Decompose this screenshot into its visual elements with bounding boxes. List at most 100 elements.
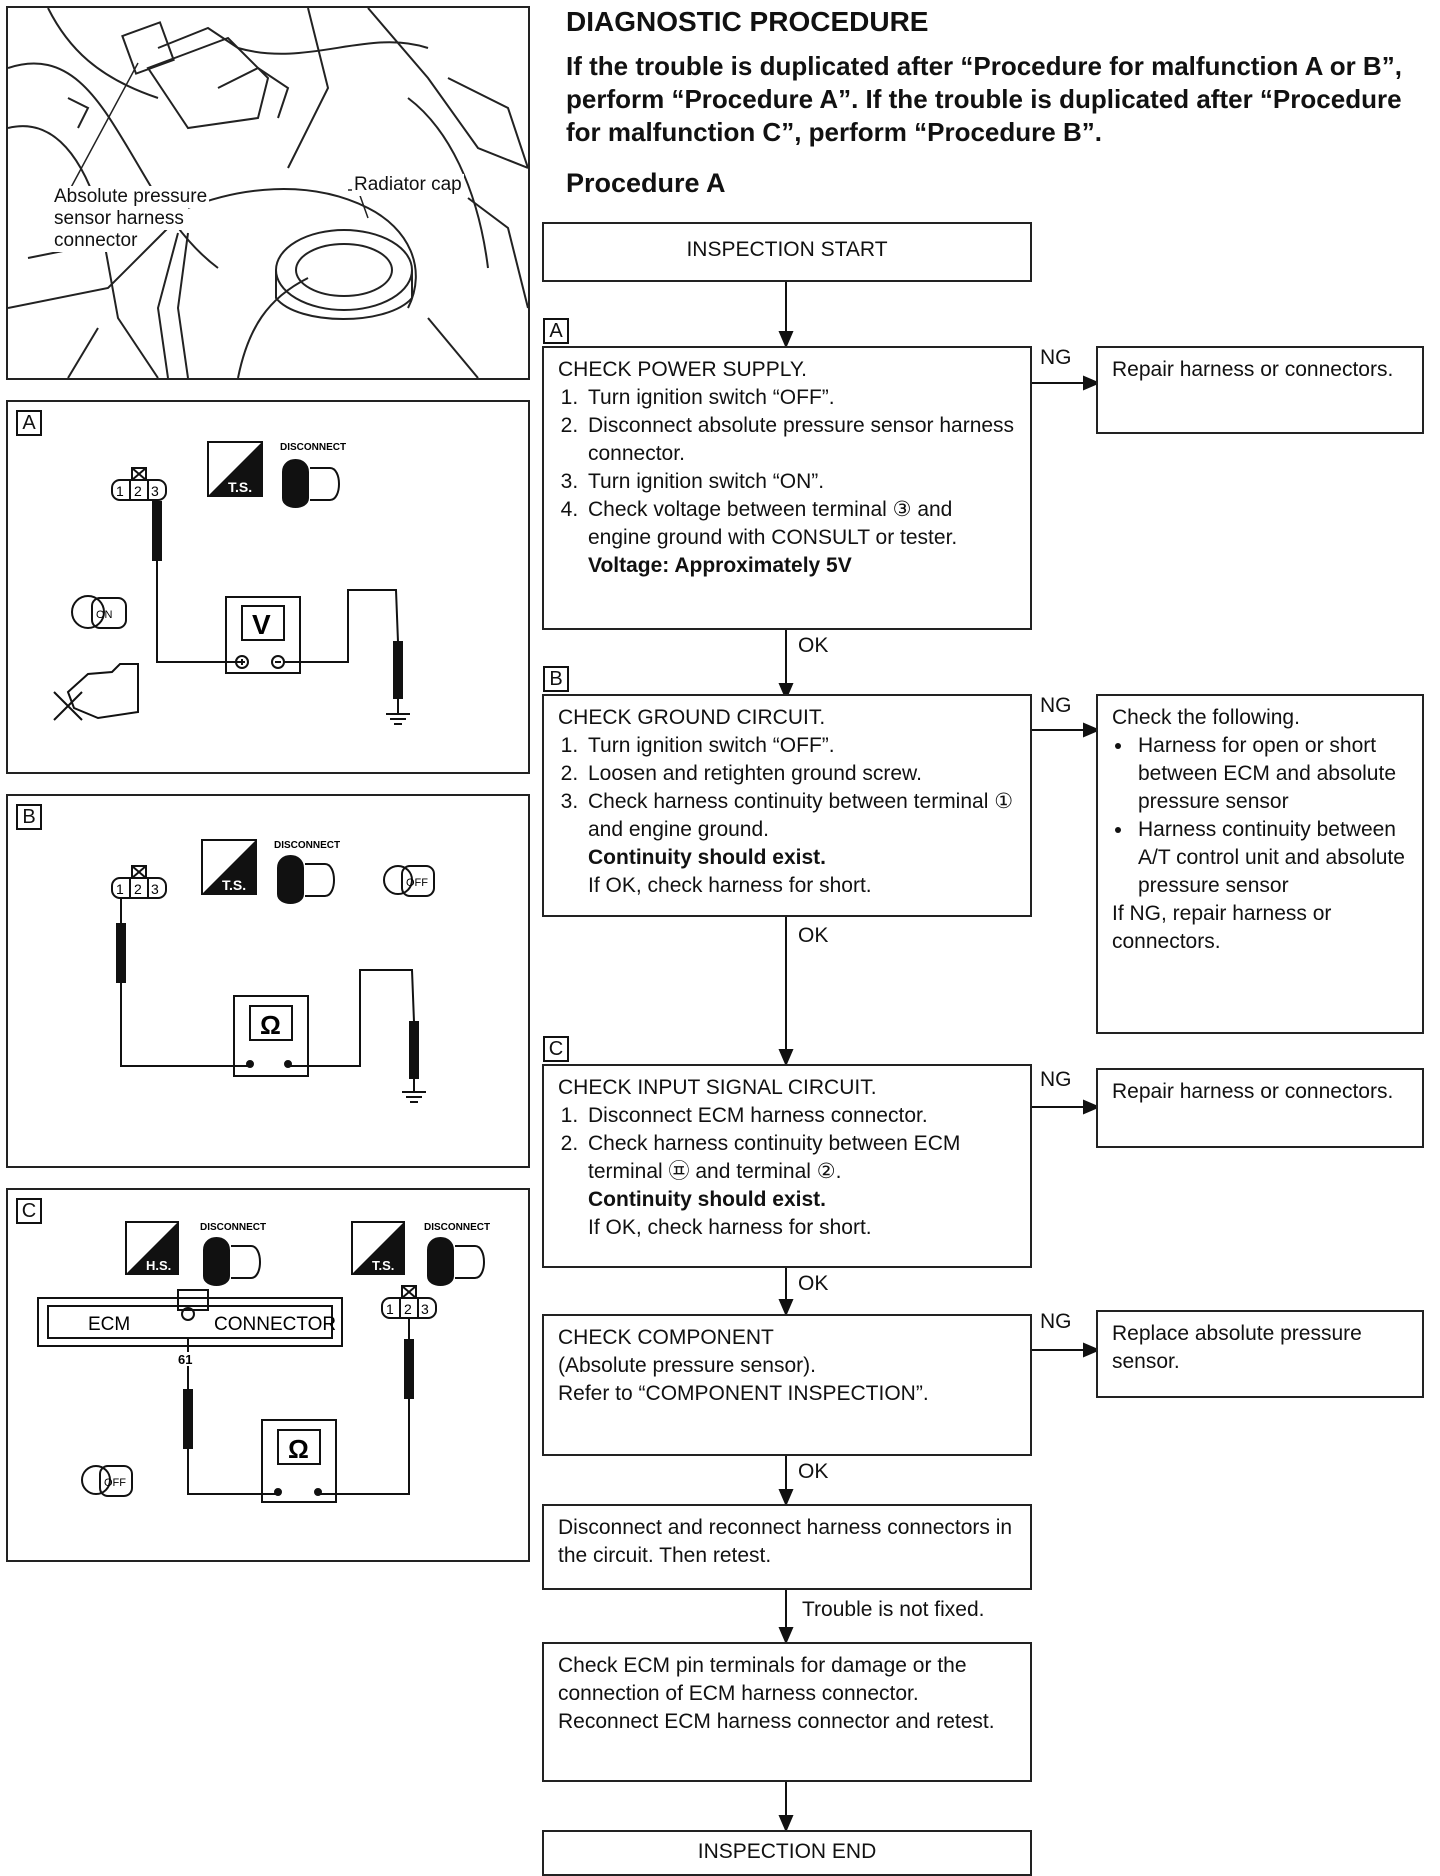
step-c-note: If OK, check harness for short. [588, 1216, 872, 1239]
step-b-item-3: Check harness continuity between termina… [584, 788, 1016, 844]
sensor-label-line-1: Absolute pressure [52, 186, 210, 208]
step-a-item-2: Disconnect absolute pressure sensor harn… [584, 412, 1016, 468]
diagram-c-disconnect-label-2: DISCONNECT [424, 1222, 490, 1233]
diagram-c-pin-3: 3 [421, 1301, 429, 1317]
step-c-ng-label: NG [1040, 1068, 1072, 1091]
diagram-b-key-label: OFF [406, 877, 428, 889]
diagram-b-tag: B [16, 804, 42, 830]
step-a-item-3: Turn ignition switch “ON”. [584, 468, 1016, 496]
procedure-title: Procedure A [566, 168, 726, 198]
check-pins-text: Check ECM pin terminals for damage or th… [558, 1654, 995, 1733]
page-heading: DIAGNOSTIC PROCEDURE [566, 6, 929, 37]
step-b-ok-label: OK [798, 924, 829, 947]
component-line-1: CHECK COMPONENT [558, 1326, 774, 1349]
diagram-a-pin-1: 1 [116, 483, 124, 499]
step-c-spec: Continuity should exist. [588, 1188, 827, 1211]
step-b-spec: Continuity should exist. [588, 846, 827, 869]
component-ok-label: OK [798, 1460, 829, 1483]
engine-bay-figure: Absolute pressure sensor harness connect… [6, 6, 530, 380]
step-c-title: CHECK INPUT SIGNAL CIRCUIT. [558, 1076, 877, 1099]
step-b-ng-bullet-2: Harness continuity between A/T control u… [1134, 816, 1408, 900]
diagram-b-meter-symbol: Ω [260, 1010, 281, 1040]
component-ng-action: Replace absolute pressure sensor. [1112, 1322, 1362, 1373]
component-line-3: Refer to “COMPONENT INSPECTION”. [558, 1382, 929, 1405]
step-a-box: CHECK POWER SUPPLY. Turn ignition switch… [542, 346, 1032, 630]
step-c-ng-action: Repair harness or connectors. [1112, 1080, 1394, 1103]
diagram-c-drawing: H.S. T.S. DISCONNECT DISCONNECT ECM CONN… [37, 1221, 490, 1503]
inspection-end-box: INSPECTION END [542, 1830, 1032, 1876]
diagram-a: A [6, 400, 530, 774]
step-c-ok-label: OK [798, 1272, 829, 1295]
step-b-ng-label: NG [1040, 694, 1072, 717]
step-b-ng-list: Harness for open or short between ECM an… [1112, 732, 1408, 900]
diagram-a-key-label: ON [96, 609, 113, 621]
inspection-start-box: INSPECTION START [542, 222, 1032, 282]
radiator-cap-label: Radiator cap [352, 174, 464, 196]
step-a-spec: Voltage: Approximately 5V [588, 554, 852, 577]
reconnect-box: Disconnect and reconnect harness connect… [542, 1504, 1032, 1590]
diagram-b-pin-2: 2 [134, 881, 142, 897]
step-b-box: CHECK GROUND CIRCUIT. Turn ignition swit… [542, 694, 1032, 917]
diagram-c-pin-1: 1 [386, 1301, 394, 1317]
component-ng-box: Replace absolute pressure sensor. [1096, 1310, 1424, 1398]
step-b-note: If OK, check harness for short. [588, 874, 872, 897]
diagram-a-disconnect-label: DISCONNECT [280, 442, 346, 453]
diagram-a-ts-label: T.S. [228, 479, 252, 495]
trouble-not-fixed-label: Trouble is not fixed. [802, 1598, 985, 1621]
sensor-label-line-2: sensor harness [52, 208, 186, 230]
component-line-2: (Absolute pressure sensor). [558, 1354, 816, 1377]
diagram-b-disconnect-label: DISCONNECT [274, 840, 340, 851]
diagram-c-ecm-label: ECM [88, 1314, 130, 1335]
diagram-a-meter-symbol: V [252, 609, 271, 640]
diagram-a-tag: A [16, 410, 42, 436]
step-b-ng-bullet-1: Harness for open or short between ECM an… [1134, 732, 1408, 816]
intro-paragraph: If the trouble is duplicated after “Proc… [566, 51, 1402, 147]
reconnect-text: Disconnect and reconnect harness connect… [558, 1516, 1013, 1567]
step-c-list: Disconnect ECM harness connector. Check … [558, 1102, 1016, 1186]
component-ng-label: NG [1040, 1310, 1072, 1333]
step-c-ng-box: Repair harness or connectors. [1096, 1068, 1424, 1148]
step-a-tag: A [543, 318, 569, 344]
inspection-end-label: INSPECTION END [697, 1840, 877, 1863]
step-b-list: Turn ignition switch “OFF”. Loosen and r… [558, 732, 1016, 844]
step-b-ng-box: Check the following. Harness for open or… [1096, 694, 1424, 1034]
step-b-ng-footer: If NG, repair harness or connectors. [1112, 902, 1332, 953]
step-b-tag: B [543, 666, 569, 692]
diagram-c-key-label: OFF [104, 1477, 126, 1489]
diagram-b-ts-label: T.S. [222, 877, 246, 893]
check-pins-box: Check ECM pin terminals for damage or th… [542, 1642, 1032, 1782]
diagram-c-connector-label: CONNECTOR [214, 1314, 336, 1335]
step-a-ng-box: Repair harness or connectors. [1096, 346, 1424, 434]
inspection-start-label: INSPECTION START [686, 238, 888, 261]
step-a-ng-label: NG [1040, 346, 1072, 369]
diagram-c-disconnect-label-1: DISCONNECT [200, 1222, 266, 1233]
step-a-item-4: Check voltage between terminal ③ and eng… [584, 496, 1016, 552]
diagram-b-pin-3: 3 [151, 881, 159, 897]
engine-bay-drawing [8, 8, 528, 378]
diagram-c-hs-label: H.S. [146, 1258, 171, 1273]
diagram-b-drawing: T.S. DISCONNECT 1 2 3 Ω OFF [111, 839, 435, 1103]
diagram-b: B T.S. DISCONNECT 1 2 3 Ω OFF [6, 794, 530, 1168]
diagram-a-pin-3: 3 [151, 483, 159, 499]
diagram-b-pin-1: 1 [116, 881, 124, 897]
diagram-a-drawing: T.S. DISCONNECT 1 2 3 V ON [53, 441, 410, 725]
sensor-label-line-3: connector [52, 230, 140, 252]
diagram-a-pin-2: 2 [134, 483, 142, 499]
step-c-item-1: Disconnect ECM harness connector. [584, 1102, 1016, 1130]
diagram-c-pin-2: 2 [404, 1301, 412, 1317]
diagram-c-tag: C [16, 1198, 42, 1224]
diagram-c-terminal-label: 61 [178, 1352, 192, 1367]
step-a-ng-action: Repair harness or connectors. [1112, 358, 1394, 381]
diagram-c: C [6, 1188, 530, 1562]
step-b-item-1: Turn ignition switch “OFF”. [584, 732, 1016, 760]
step-a-list: Turn ignition switch “OFF”. Disconnect a… [558, 384, 1016, 552]
step-c-box: CHECK INPUT SIGNAL CIRCUIT. Disconnect E… [542, 1064, 1032, 1268]
step-b-ng-title: Check the following. [1112, 706, 1300, 729]
diagram-c-meter-symbol: Ω [288, 1434, 309, 1464]
diagram-c-ts-label: T.S. [372, 1258, 394, 1273]
step-a-item-1: Turn ignition switch “OFF”. [584, 384, 1016, 412]
step-c-item-2: Check harness continuity between ECM ter… [584, 1130, 1016, 1186]
step-a-title: CHECK POWER SUPPLY. [558, 358, 807, 381]
step-b-title: CHECK GROUND CIRCUIT. [558, 706, 826, 729]
step-c-tag: C [543, 1036, 569, 1062]
